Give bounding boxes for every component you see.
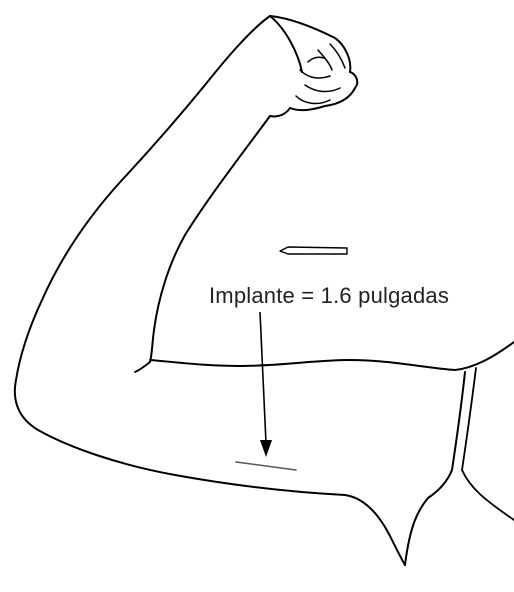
shoulder-edge-inner: [461, 367, 514, 521]
shoulder-edge: [404, 371, 466, 566]
pointer-arrow-line: [259, 311, 267, 444]
fist-knuckle-lines: [295, 43, 346, 105]
fist-outline: [269, 15, 359, 118]
pointer-arrowhead: [260, 440, 272, 457]
upper-arm-top: [149, 341, 514, 371]
arm-outline: [13, 15, 406, 566]
elbow-crease: [134, 361, 151, 373]
inner-arm-contour: [149, 115, 271, 363]
implant-label: Implante = 1.6 pulgadas: [209, 283, 450, 308]
implant-mark: [235, 461, 297, 471]
reference-bar: [279, 246, 348, 255]
